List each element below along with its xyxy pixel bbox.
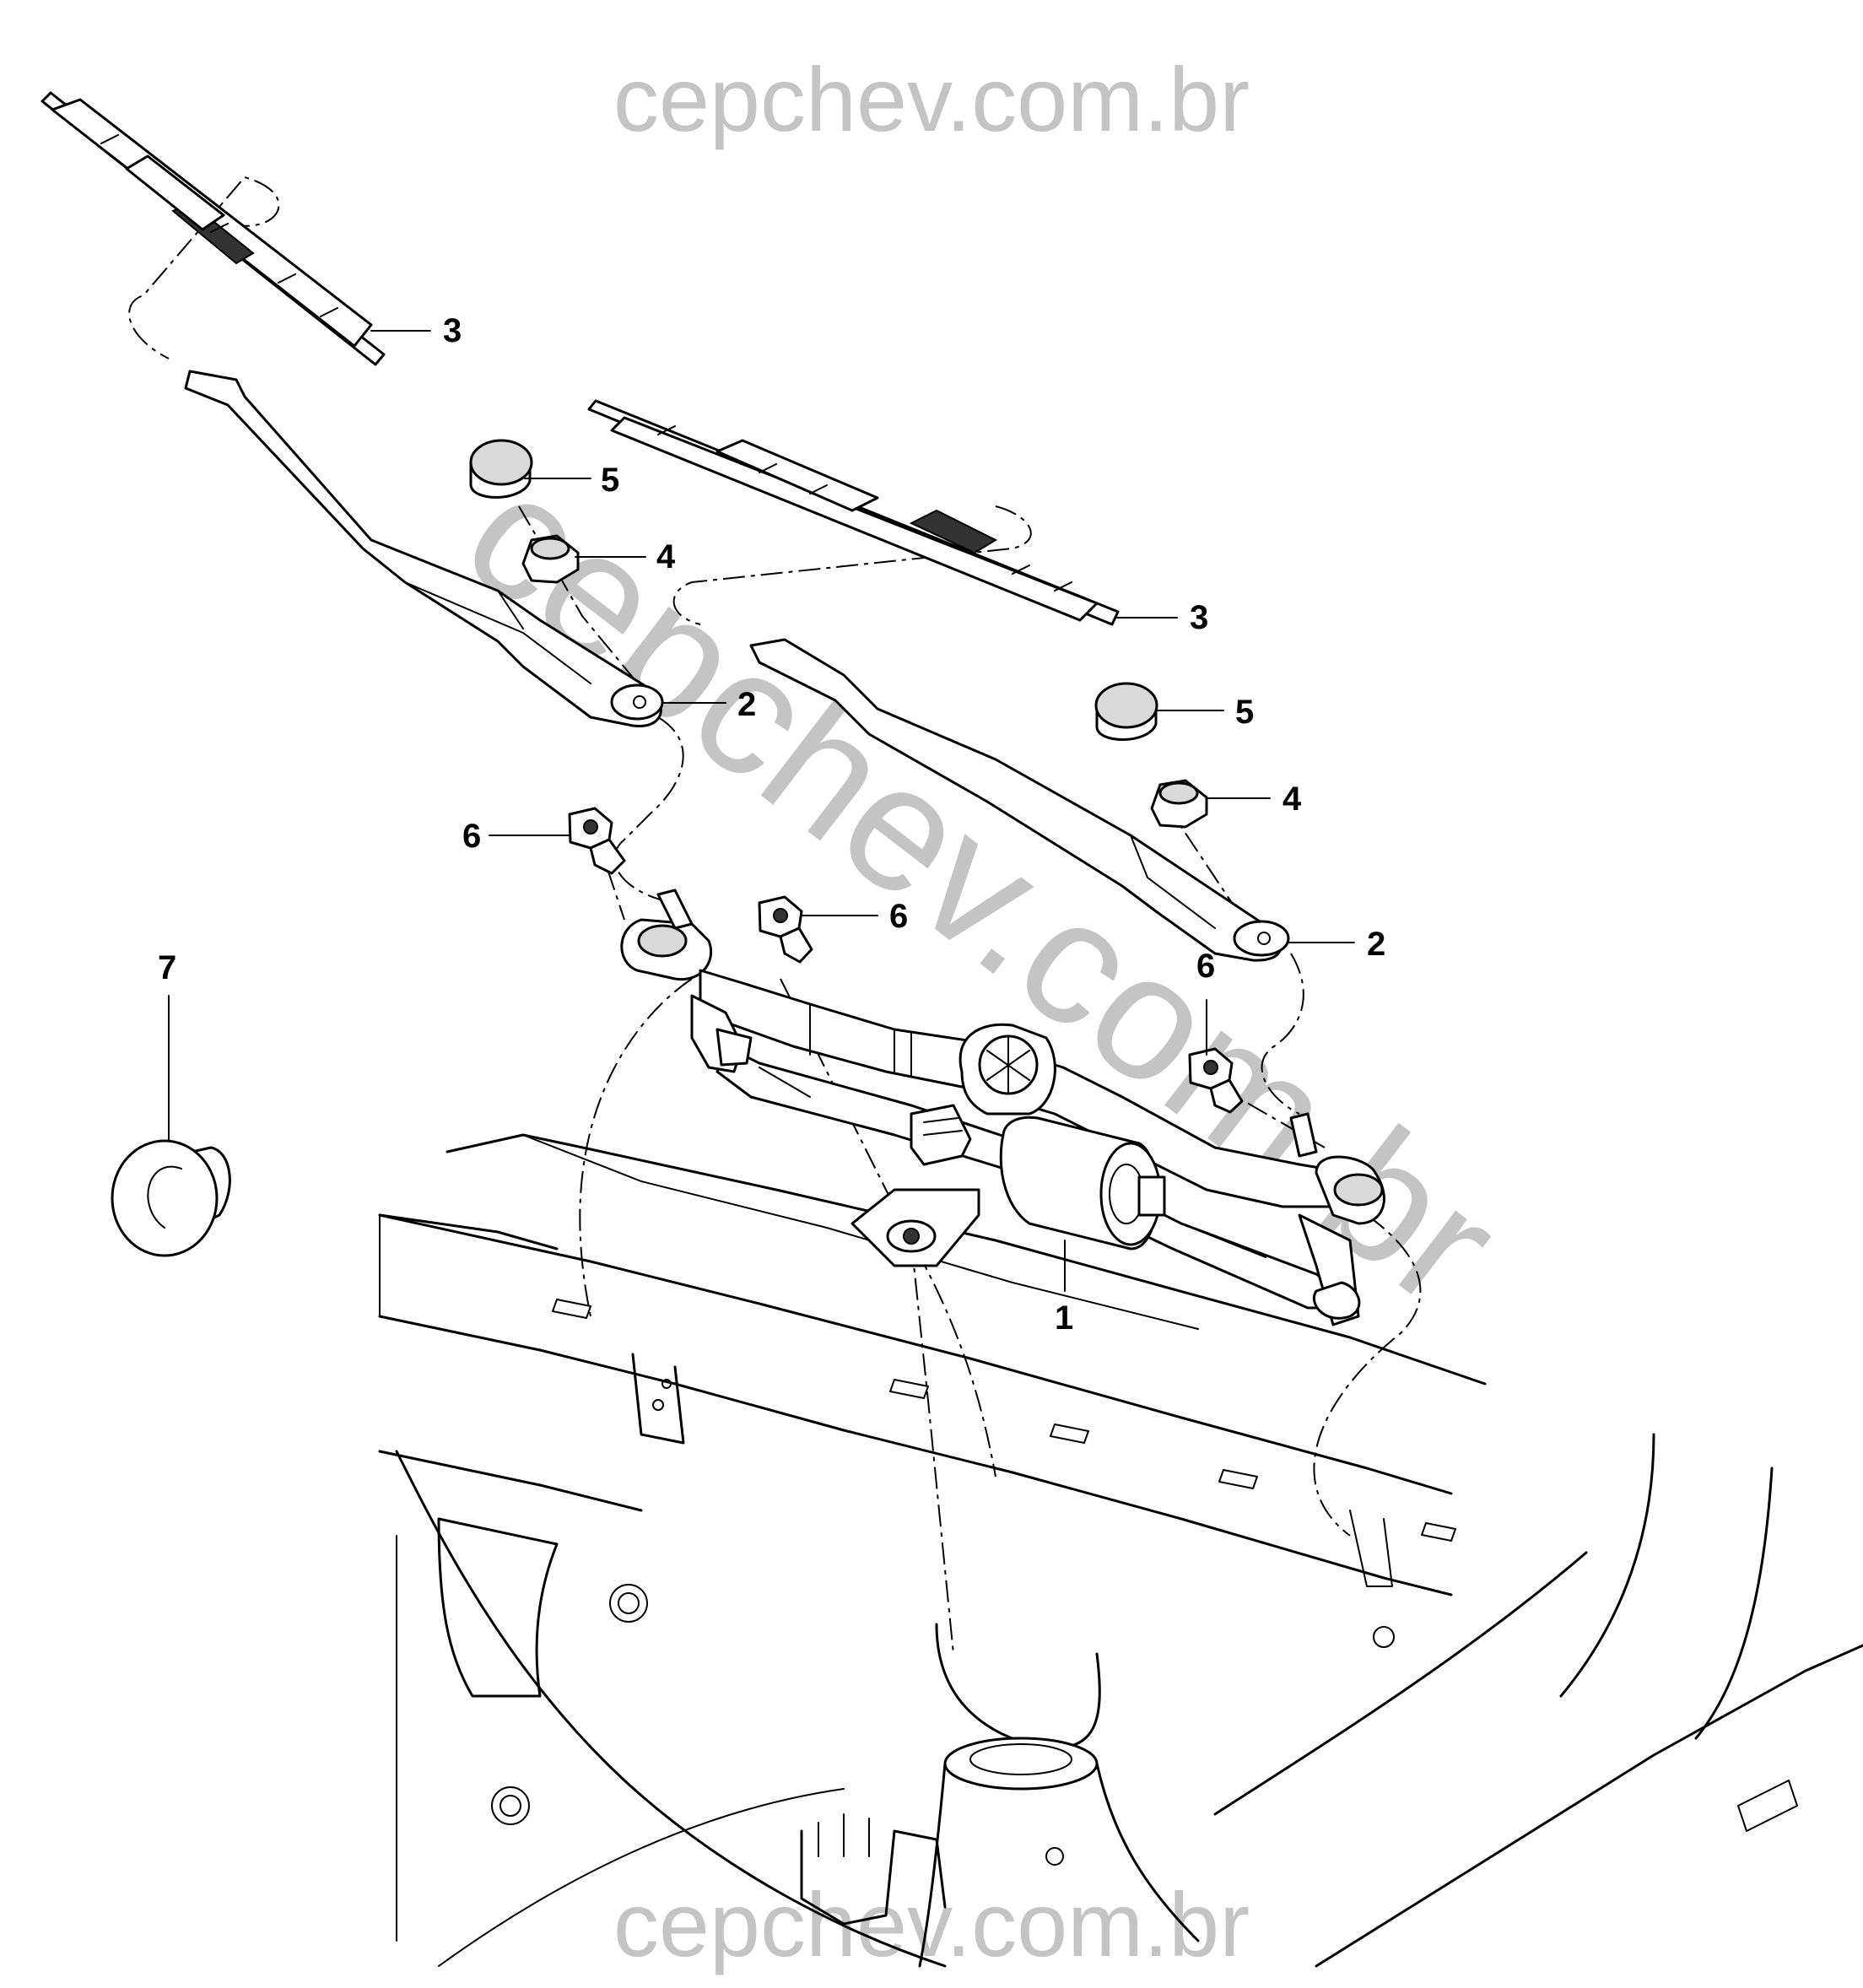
wiper-arm-cap-left xyxy=(469,439,533,499)
callout-arm-right: 2 xyxy=(1367,926,1385,963)
callout-blade-left: 3 xyxy=(443,312,462,349)
callout-arm-left: 2 xyxy=(737,686,756,723)
callout-motor-linkage: 1 xyxy=(1055,1299,1073,1337)
wiper-arm-cap-right xyxy=(1094,682,1158,741)
callout-bolt-right: 6 xyxy=(1196,948,1215,985)
callout-bolt-left: 6 xyxy=(462,818,481,855)
wiper-motor-linkage xyxy=(620,889,1385,1326)
vehicle-body-structure xyxy=(378,1133,1863,1968)
callout-cap-right: 5 xyxy=(1235,694,1254,731)
callout-leaders xyxy=(168,330,1355,1292)
bolt-left xyxy=(568,807,626,875)
callout-cap-left: 5 xyxy=(601,462,619,499)
callout-grommet: 7 xyxy=(158,949,176,986)
bolt-center xyxy=(758,895,813,964)
wiper-blade-right xyxy=(587,399,1120,626)
wiper-blade-left xyxy=(40,91,386,366)
callout-nut-left: 4 xyxy=(656,538,676,575)
spindle-nut-left xyxy=(521,534,580,584)
callout-blade-right: 3 xyxy=(1190,599,1208,636)
callout-nut-right: 4 xyxy=(1282,781,1302,818)
bolt-right xyxy=(1188,1047,1244,1114)
spindle-nut-right xyxy=(1150,779,1208,829)
watermark-top: cepchev.com.br xyxy=(613,48,1250,150)
grommet xyxy=(111,1139,231,1257)
wiper-arm-right xyxy=(749,638,1290,962)
callout-bolt-center: 6 xyxy=(889,898,908,935)
